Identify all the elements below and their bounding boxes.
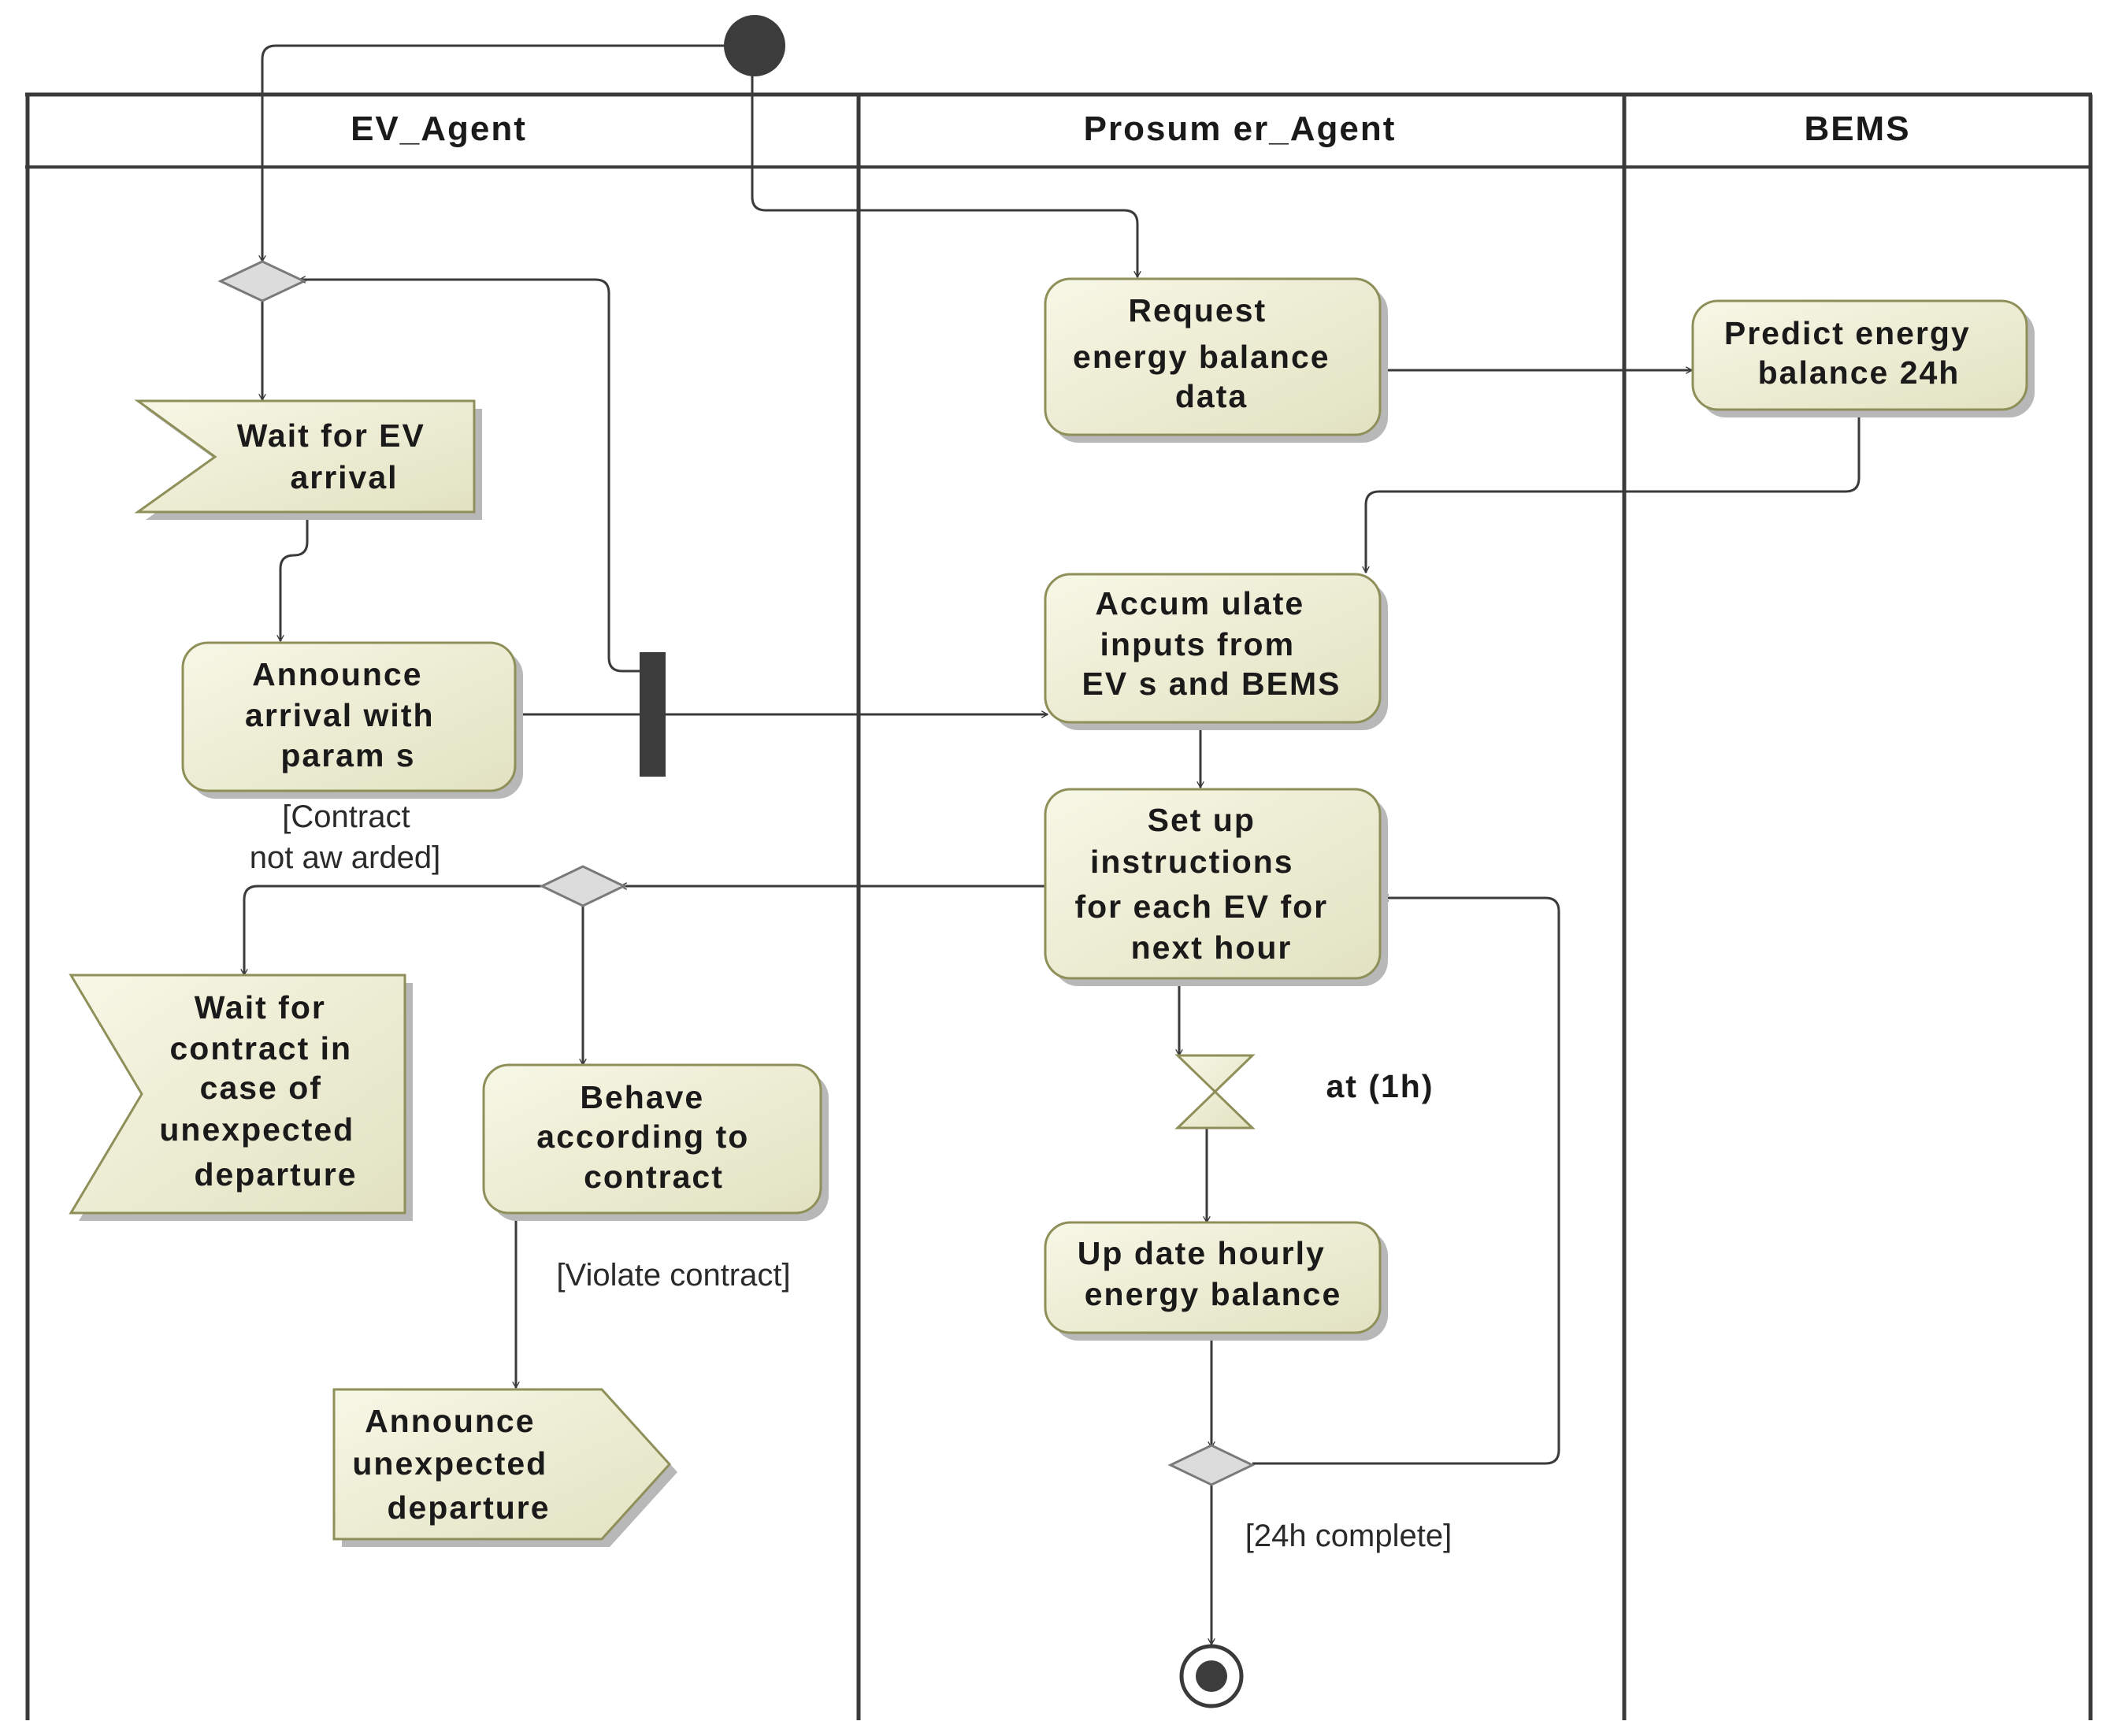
guard-24h-complete: [24h complete]: [1245, 1519, 1452, 1553]
edge-decision-to-wait-contract: [244, 885, 544, 975]
predict-balance-line-1: Predict energy: [1724, 315, 1971, 351]
wait-contract-event: [69, 974, 406, 1215]
request-balance-line-3: data: [1175, 378, 1248, 414]
accumulate-inputs-line-1: Accum ulate: [1095, 585, 1304, 621]
request-balance-line-2: energy balance: [1073, 339, 1330, 375]
wait-contract-line-5: departure: [194, 1156, 357, 1193]
svg-text:Wait for contract in c: Wait for contract in case of unexpected …: [159, 989, 365, 1193]
setup-instructions-line-2: instructions: [1090, 844, 1294, 880]
guard-contract-not-awarded-line-1: [Contract: [282, 799, 410, 834]
behave-contract-line-2: according to: [536, 1118, 749, 1155]
wait-contract-line-2: contract in: [170, 1030, 353, 1066]
svg-text:Accum ulate inputs from: Accum ulate inputs from EV s and BEMS: [1081, 585, 1341, 702]
behave-contract-line-1: Behave: [580, 1079, 704, 1115]
request-balance-action: [1044, 277, 1382, 436]
edge-predict-to-accumulate: [1366, 410, 1861, 573]
initial-node: [724, 15, 785, 76]
setup-instructions-action: [1044, 788, 1382, 980]
wait-ev-arrival-line-2: arrival: [290, 459, 398, 495]
edge-decision-loop-to-setup: [1252, 898, 1560, 1465]
wait-contract-line-3: case of: [200, 1070, 322, 1106]
svg-text:Behave according to co: Behave according to contract: [536, 1079, 759, 1195]
announce-arrival-line-2: arrival with: [245, 697, 434, 733]
edge-wait-arrival-to-announce: [280, 512, 309, 641]
decision-node-24h: [1167, 1444, 1256, 1486]
decision-node-contract: [539, 865, 627, 907]
announce-departure-line-3: departure: [387, 1489, 550, 1526]
announce-departure-signal: [332, 1388, 672, 1541]
request-balance-line-1: Request: [1128, 292, 1267, 328]
setup-instructions-line-1: Set up: [1148, 802, 1256, 838]
svg-text:Announce unexpected de: Announce unexpected departure: [352, 1403, 558, 1526]
timer-event-label: at (1h): [1326, 1068, 1434, 1104]
lane-title-ev-agent: EV_Agent: [351, 109, 527, 148]
edge-initial-to-merge: [262, 44, 729, 262]
update-balance-line-1: Up date hourly: [1078, 1235, 1326, 1271]
edges: [244, 44, 1861, 1645]
setup-instructions-line-4: next hour: [1131, 929, 1293, 966]
lane-title-bems: BEMS: [1804, 109, 1910, 148]
merge-node: [217, 260, 307, 302]
svg-text:Up date hourly energy bala: Up date hourly energy balance: [1078, 1235, 1341, 1312]
guard-violate-contract: [Violate contract]: [556, 1258, 790, 1293]
svg-text:Set up instructions fo: Set up instructions for each EV for next…: [1074, 802, 1338, 966]
edge-initial-to-request: [751, 75, 1137, 277]
fork-bar: [640, 652, 666, 777]
wait-ev-arrival-event: [134, 399, 476, 514]
behave-contract-line-3: contract: [584, 1159, 724, 1195]
wait-ev-arrival-line-1: Wait for EV: [237, 417, 425, 454]
update-balance-line-2: energy balance: [1085, 1276, 1342, 1312]
predict-balance-action: [1691, 299, 2028, 411]
lane-title-prosumer-agent: Prosum er_Agent: [1084, 109, 1397, 148]
timer-event-hourglass: [1174, 1054, 1256, 1130]
svg-text:Request energy balance: Request energy balance data: [1073, 292, 1341, 414]
accumulate-inputs-action: [1044, 573, 1382, 724]
behave-contract-action: [482, 1063, 822, 1215]
announce-arrival-line-1: Announce: [252, 656, 422, 692]
announce-departure-line-1: Announce: [365, 1403, 535, 1439]
wait-contract-line-4: unexpected: [159, 1111, 354, 1148]
swimlane-frame: [25, 92, 2093, 1720]
setup-instructions-line-3: for each EV for: [1074, 888, 1328, 925]
svg-text:Wait for EV arrival: Wait for EV arrival: [237, 417, 436, 495]
svg-text:[Contract not aw arded]: [Contract not aw arded]: [250, 799, 440, 875]
accumulate-inputs-line-2: inputs from: [1100, 626, 1295, 662]
announce-departure-line-2: unexpected: [352, 1445, 547, 1482]
svg-text:Announce arrival with: Announce arrival with param s: [245, 656, 445, 773]
wait-contract-line-1: Wait for: [195, 989, 326, 1026]
announce-arrival-line-3: param s: [280, 737, 415, 773]
svg-text:Predict energy balance 24h: Predict energy balance 24h: [1724, 315, 1981, 391]
announce-arrival-action: [181, 641, 517, 792]
update-balance-action: [1044, 1221, 1382, 1334]
final-node-inner: [1196, 1660, 1227, 1692]
accumulate-inputs-line-3: EV s and BEMS: [1081, 666, 1341, 702]
edge-fork-loop-to-merge: [299, 280, 652, 673]
guard-contract-not-awarded-line-2: not aw arded]: [250, 840, 440, 875]
predict-balance-line-2: balance 24h: [1758, 354, 1961, 391]
